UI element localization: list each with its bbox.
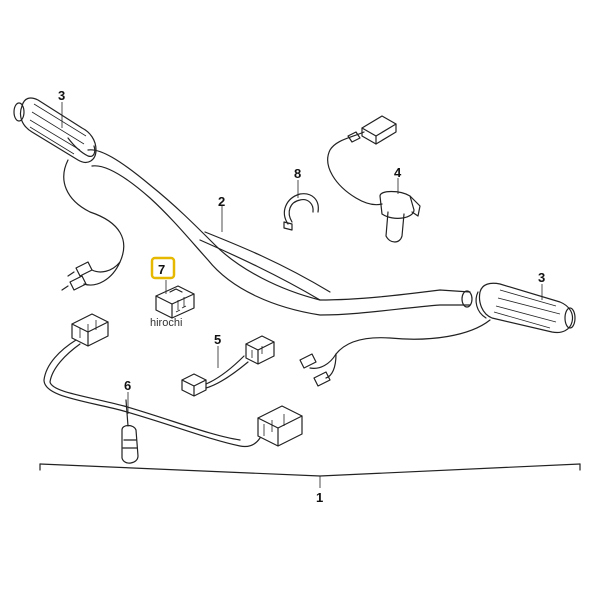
part-label-1: 1 xyxy=(316,490,323,505)
grip-left xyxy=(13,97,97,163)
part-label-5: 5 xyxy=(214,332,221,347)
main-harness xyxy=(43,313,303,464)
watermark-text: hirochi xyxy=(150,317,182,329)
grip-right xyxy=(475,282,576,334)
handlebar xyxy=(87,149,473,316)
clip-part-8 xyxy=(283,193,319,231)
part-label-7: 7 xyxy=(158,262,165,277)
part-7-highlight-box xyxy=(150,256,176,280)
switch-part-4 xyxy=(327,115,421,243)
connector-part-7 xyxy=(155,285,195,319)
part-label-8: 8 xyxy=(294,166,301,181)
dimension-line xyxy=(39,463,581,477)
part-label-4: 4 xyxy=(394,165,402,180)
right-grip-wire xyxy=(299,319,491,387)
left-grip-wire xyxy=(61,159,125,291)
leader-lines xyxy=(61,102,543,488)
part-labels: 3 2 8 4 3 5 6 1 7 xyxy=(58,88,545,505)
part-label-6: 6 xyxy=(124,378,131,393)
connector-part-5 xyxy=(181,335,275,397)
part-label-2: 2 xyxy=(218,194,225,209)
part-label-3-right: 3 xyxy=(538,270,545,285)
part-label-3-left: 3 xyxy=(58,88,65,103)
